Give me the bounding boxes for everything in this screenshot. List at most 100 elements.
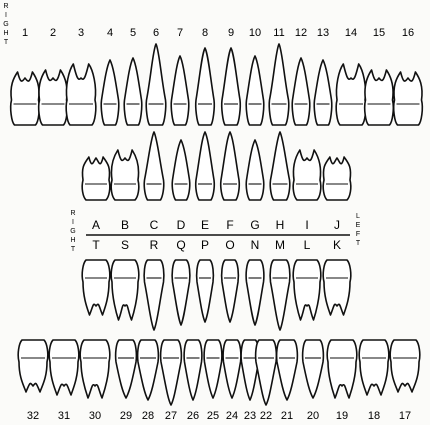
primary-upper-letter: D [177, 218, 186, 232]
primary-lower-letter: P [201, 238, 209, 252]
permanent-lower-number: 32 [27, 410, 39, 422]
primary-lower-tooth[interactable] [246, 260, 264, 325]
permanent-lower-number: 25 [207, 410, 219, 422]
permanent-lower-tooth[interactable] [18, 340, 48, 392]
permanent-lower-number: 24 [226, 410, 238, 422]
primary-lower-letter: R [150, 238, 159, 252]
right-side-letter: R [70, 210, 75, 217]
permanent-upper-number: 12 [295, 27, 307, 39]
primary-upper-tooth[interactable] [221, 132, 240, 200]
primary-upper-tooth[interactable] [293, 150, 321, 200]
permanent-upper-number: 1 [22, 27, 28, 39]
permanent-lower-tooth[interactable] [138, 340, 159, 400]
permanent-upper-tooth[interactable] [336, 64, 366, 125]
permanent-upper-number: 7 [177, 27, 183, 39]
permanent-upper-tooth[interactable] [365, 70, 394, 125]
permanent-upper-number: 5 [130, 27, 136, 39]
primary-lower-tooth[interactable] [197, 260, 214, 322]
primary-upper-tooth[interactable] [196, 132, 215, 200]
permanent-lower-tooth[interactable] [277, 340, 298, 400]
permanent-lower-number: 17 [399, 410, 411, 422]
right-side-letter: H [3, 30, 8, 37]
permanent-lower-number: 29 [120, 410, 132, 422]
primary-lower-tooth[interactable] [82, 260, 110, 315]
permanent-lower-tooth[interactable] [223, 340, 241, 398]
primary-upper-letter: B [121, 218, 129, 232]
primary-upper-tooth[interactable] [323, 157, 351, 200]
permanent-lower-tooth[interactable] [49, 340, 79, 395]
primary-lower-tooth[interactable] [144, 260, 164, 330]
right-side-letter: T [4, 39, 9, 46]
permanent-lower-tooth[interactable] [359, 340, 389, 395]
primary-lower-tooth[interactable] [270, 260, 290, 330]
permanent-lower-number: 22 [260, 410, 272, 422]
primary-upper-tooth[interactable] [246, 140, 264, 200]
permanent-upper-tooth[interactable] [222, 48, 241, 125]
permanent-upper-number: 6 [153, 27, 159, 39]
permanent-lower-tooth[interactable] [116, 340, 137, 398]
primary-lower-tooth[interactable] [172, 260, 190, 325]
permanent-lower-tooth[interactable] [390, 340, 420, 392]
permanent-upper-tooth[interactable] [146, 44, 166, 125]
right-side-letter: H [70, 237, 75, 244]
primary-upper-tooth[interactable] [82, 157, 110, 200]
primary-lower-letter: Q [176, 238, 185, 252]
primary-upper-tooth[interactable] [111, 150, 139, 200]
permanent-upper-tooth[interactable] [292, 58, 310, 125]
permanent-upper-tooth[interactable] [101, 60, 119, 125]
permanent-upper-tooth[interactable] [196, 48, 215, 125]
primary-lower-letter: K [333, 238, 341, 252]
primary-lower-tooth[interactable] [323, 260, 351, 315]
permanent-upper-tooth[interactable] [269, 44, 289, 125]
primary-lower-tooth[interactable] [293, 260, 321, 320]
permanent-upper-number: 13 [317, 27, 329, 39]
primary-upper-letter: G [250, 218, 259, 232]
permanent-lower-number: 27 [165, 410, 177, 422]
permanent-upper-tooth[interactable] [11, 72, 40, 125]
primary-lower-letter: M [275, 238, 285, 252]
primary-lower-letter: L [304, 238, 311, 252]
permanent-lower-tooth[interactable] [80, 340, 110, 398]
permanent-lower-number: 26 [187, 410, 199, 422]
permanent-lower-number: 23 [244, 410, 256, 422]
permanent-lower-tooth[interactable] [303, 340, 324, 398]
permanent-lower-tooth[interactable] [327, 340, 357, 398]
permanent-upper-tooth[interactable] [314, 60, 332, 125]
left-side-letter: F [356, 231, 360, 238]
primary-lower-letter: T [92, 238, 100, 252]
permanent-upper-number: 3 [78, 27, 84, 39]
permanent-lower-number: 30 [89, 410, 101, 422]
permanent-upper-tooth[interactable] [171, 56, 189, 125]
primary-lower-letter: N [251, 238, 260, 252]
right-side-letter: R [3, 3, 8, 10]
permanent-lower-tooth[interactable] [204, 340, 222, 398]
right-side-letter: I [72, 219, 74, 226]
permanent-upper-number: 8 [202, 27, 208, 39]
primary-lower-letter: O [225, 238, 234, 252]
primary-upper-letter: C [150, 218, 159, 232]
primary-lower-letter: S [121, 238, 129, 252]
primary-upper-letter: J [334, 218, 340, 232]
permanent-upper-tooth[interactable] [124, 58, 142, 125]
permanent-upper-number: 9 [228, 27, 234, 39]
primary-lower-tooth[interactable] [222, 260, 239, 322]
right-side-letter: T [71, 246, 76, 253]
permanent-upper-tooth[interactable] [246, 56, 264, 125]
primary-upper-letter: F [226, 218, 233, 232]
primary-upper-letter: A [92, 218, 100, 232]
permanent-upper-number: 2 [50, 27, 56, 39]
permanent-upper-tooth[interactable] [66, 64, 96, 125]
permanent-lower-tooth[interactable] [161, 340, 182, 405]
permanent-lower-tooth[interactable] [256, 340, 277, 405]
permanent-upper-tooth[interactable] [394, 72, 423, 125]
permanent-lower-tooth[interactable] [184, 340, 202, 400]
permanent-upper-tooth[interactable] [39, 70, 68, 125]
primary-lower-tooth[interactable] [111, 260, 139, 320]
primary-upper-tooth[interactable] [144, 132, 164, 200]
primary-upper-tooth[interactable] [172, 140, 190, 200]
primary-upper-tooth[interactable] [270, 132, 290, 200]
permanent-lower-number: 19 [336, 410, 348, 422]
permanent-upper-number: 15 [373, 27, 385, 39]
